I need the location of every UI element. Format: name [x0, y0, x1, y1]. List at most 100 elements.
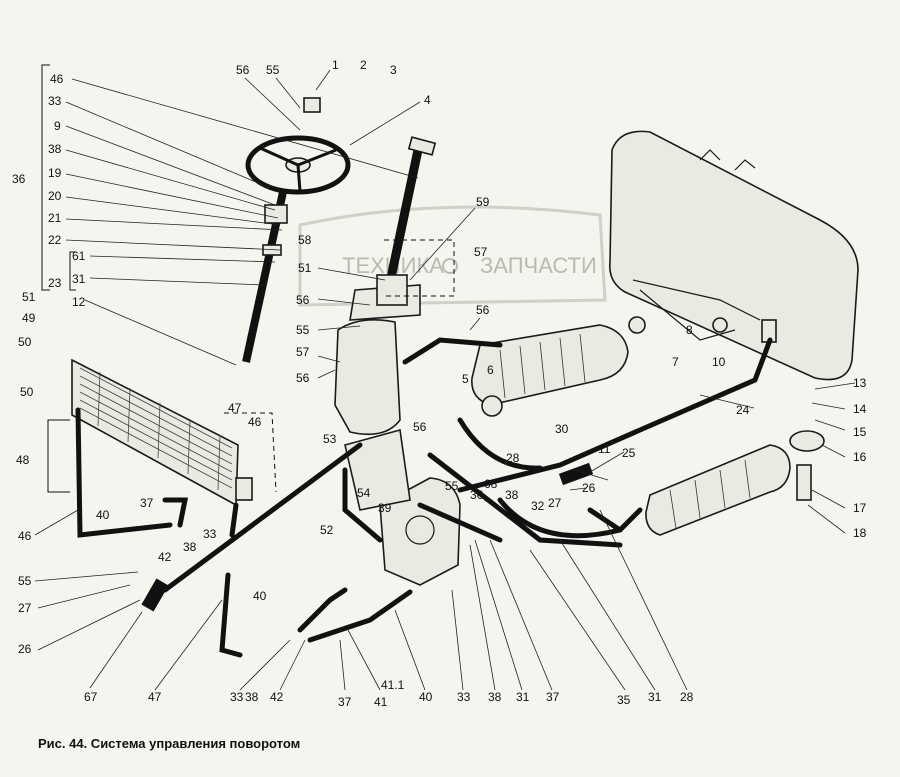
callout-labels: 46 33 9 38 19 36 20 21 22 61 31 23 12 51… — [12, 58, 867, 709]
label-53: 55 — [445, 479, 459, 493]
label-31: 31 — [516, 690, 530, 704]
label-22: 22 — [48, 233, 62, 247]
label-32: 32 — [531, 499, 545, 513]
label-38c: 38 — [488, 690, 502, 704]
label-33: 33 — [48, 94, 62, 108]
label-42: 42 — [270, 690, 284, 704]
watermark-right: ЗАПЧАСТИ — [480, 253, 597, 278]
label-2: 2 — [360, 58, 367, 72]
oil-cooler — [71, 358, 253, 507]
label-38d: 38 — [505, 488, 519, 502]
label-51b: 54 — [357, 486, 371, 500]
label-26b: 26 — [582, 481, 596, 495]
label-38b: 38 — [245, 690, 259, 704]
steering-pump — [344, 428, 461, 586]
label-48: 50 — [18, 335, 32, 349]
label-56b: 57 — [296, 345, 310, 359]
label-55b: 56 — [296, 371, 310, 385]
steering-shaft — [242, 191, 288, 363]
label-40c: 40 — [253, 589, 267, 603]
label-39: 39 — [378, 501, 392, 515]
label-45: 46 — [248, 415, 262, 429]
label-18: 18 — [853, 526, 867, 540]
label-28b: 28 — [506, 451, 520, 465]
label-42b: 42 — [158, 550, 172, 564]
label-58: 56 — [296, 293, 310, 307]
label-38: 38 — [48, 142, 62, 156]
label-14: 14 — [853, 402, 867, 416]
label-43: 46 — [18, 529, 32, 543]
steering-arm-linkage — [628, 279, 777, 343]
label-38e: 38 — [183, 540, 197, 554]
label-47b: 50 — [20, 385, 34, 399]
figure-caption: Рис. 44. Система управления поворотом — [38, 736, 301, 751]
label-37c: 37 — [546, 690, 560, 704]
label-33b: 33 — [230, 690, 244, 704]
label-62: 59 — [476, 195, 490, 209]
label-41: 41 — [374, 695, 388, 709]
label-55: 55 — [266, 63, 280, 77]
label-15: 15 — [853, 425, 867, 439]
label-61: 58 — [298, 233, 312, 247]
label-37b: 37 — [338, 695, 352, 709]
label-52: 55 — [18, 574, 32, 588]
label-54: 56 — [413, 420, 427, 434]
label-28: 28 — [680, 690, 694, 704]
label-45-1: 47 — [228, 401, 242, 415]
label-40: 40 — [96, 508, 110, 522]
leader-lines — [34, 69, 856, 691]
label-5: 5 — [462, 372, 469, 386]
label-40b: 40 — [419, 690, 433, 704]
label-47: 49 — [22, 311, 36, 325]
label-34: 35 — [617, 693, 631, 707]
label-19: 19 — [48, 166, 62, 180]
label-65b: 68 — [484, 477, 498, 491]
steering-wheel — [245, 97, 351, 195]
label-49: 51 — [22, 290, 36, 304]
watermark: ТЕХНИКА ЗАПЧАСТИ — [298, 205, 607, 307]
label-59: 56 — [476, 303, 490, 317]
label-11: 11 — [598, 442, 611, 456]
label-12: 12 — [72, 295, 86, 309]
label-31b: 31 — [648, 690, 662, 704]
label-20: 20 — [48, 189, 62, 203]
label-48b: 51 — [298, 261, 312, 275]
label-37: 37 — [140, 496, 154, 510]
label-7: 7 — [672, 355, 679, 369]
label-16: 16 — [853, 450, 867, 464]
label-46: 48 — [16, 453, 30, 467]
hydraulic-cylinder-lower — [645, 430, 825, 536]
brackets — [41, 64, 455, 493]
label-1: 1 — [332, 58, 339, 72]
label-27b: 27 — [548, 496, 562, 510]
label-21: 21 — [48, 211, 62, 225]
label-26: 26 — [18, 642, 32, 656]
label-35: 36 — [470, 488, 484, 502]
oil-tank — [608, 130, 859, 381]
label-8: 8 — [686, 323, 693, 337]
label-56: 56 — [236, 63, 250, 77]
label-36: 36 — [12, 172, 26, 186]
label-29: 30 — [555, 422, 569, 436]
label-10: 10 — [712, 355, 726, 369]
label-9: 9 — [54, 119, 61, 133]
hydraulic-cylinder-upper — [471, 324, 629, 417]
label-25: 25 — [622, 446, 636, 460]
label-27: 27 — [18, 601, 32, 615]
label-17: 17 — [853, 501, 867, 515]
label-60: 57 — [474, 245, 488, 259]
label-13: 13 — [853, 376, 867, 390]
label-33d: 33 — [203, 527, 217, 541]
hoses — [75, 337, 773, 658]
steering-column — [334, 136, 437, 436]
label-50: 52 — [320, 523, 334, 537]
label-3: 3 — [390, 63, 397, 77]
gear-icon — [442, 258, 458, 274]
label-63: 46 — [50, 72, 64, 86]
label-41-1: 41.1 — [381, 678, 405, 692]
label-6: 6 — [487, 363, 494, 377]
label-33c: 33 — [457, 690, 471, 704]
label-65: 67 — [84, 690, 98, 704]
label-30: 31 — [72, 272, 86, 286]
